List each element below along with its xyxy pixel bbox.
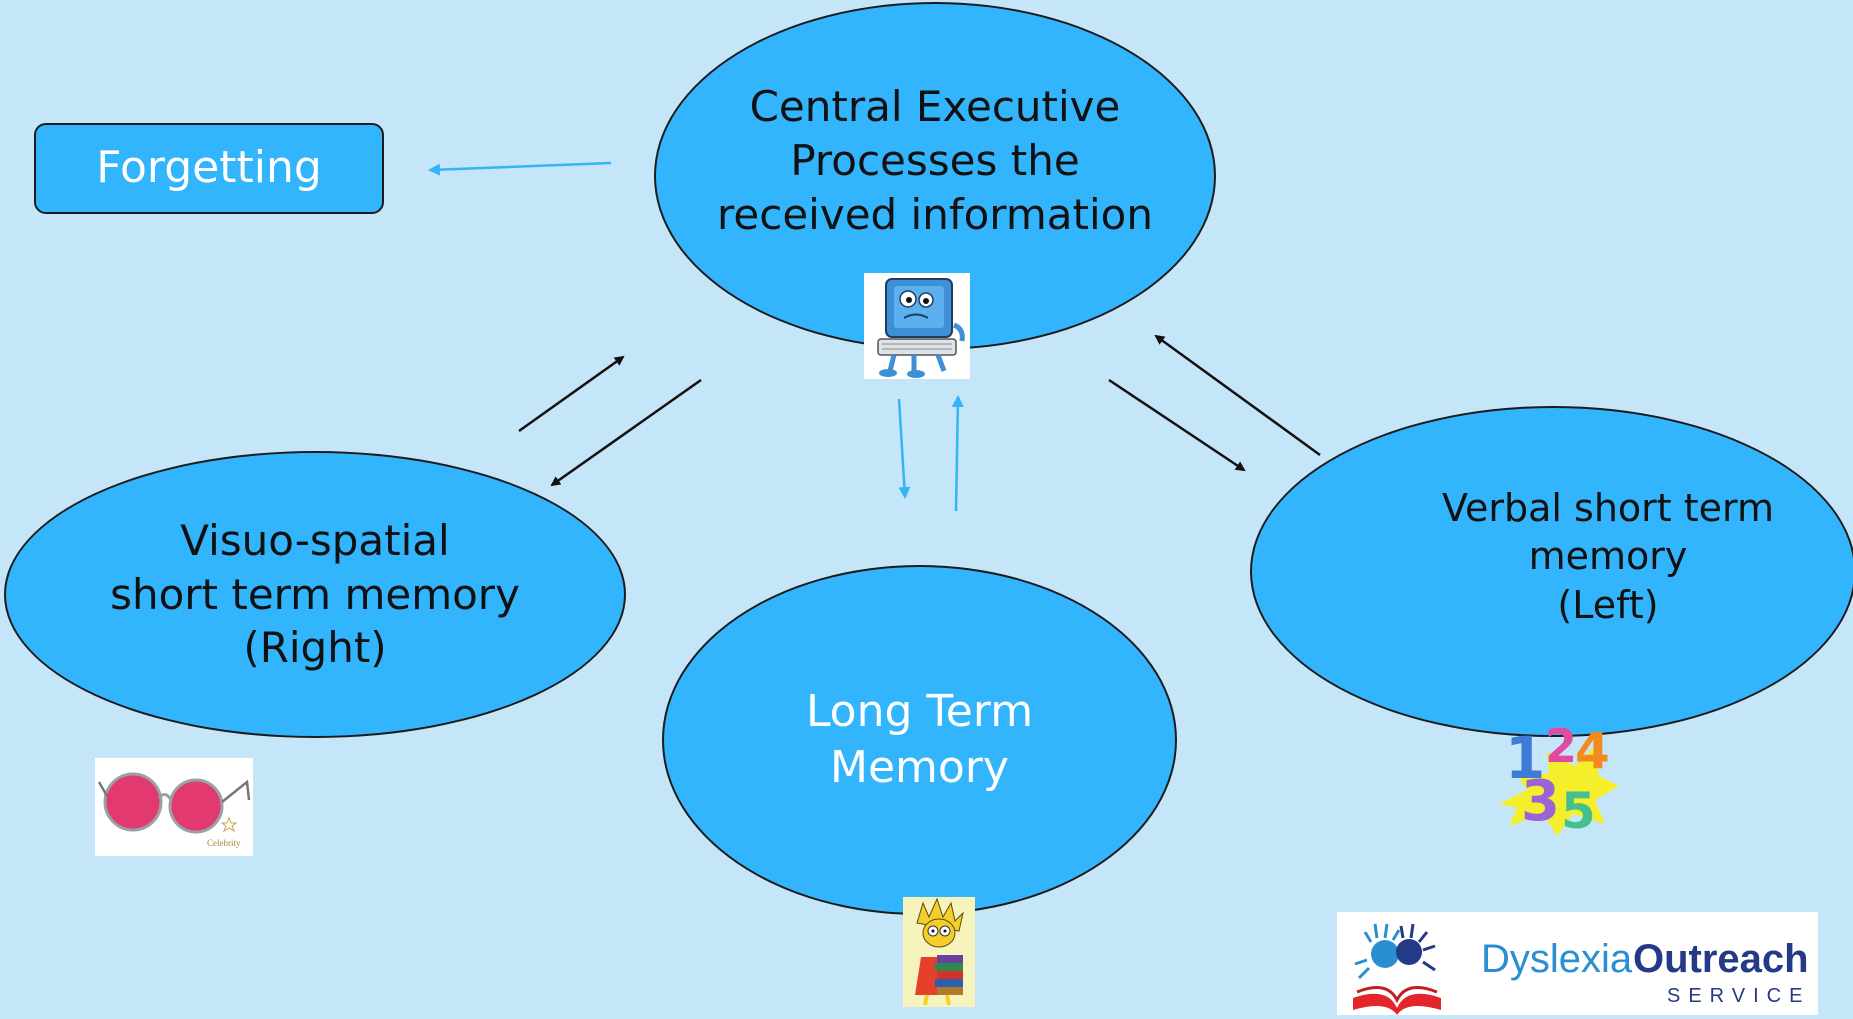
- logo-word-dyslexia: Dyslexia: [1481, 937, 1633, 981]
- svg-text:2: 2: [1545, 719, 1577, 773]
- verbal-memory-node: Verbal short term memory (Left): [1250, 406, 1853, 737]
- glasses-brand-label: Celebrity: [207, 838, 241, 848]
- svg-text:1: 1: [1505, 724, 1545, 792]
- verbal-memory-label: Verbal short term memory (Left): [1441, 485, 1775, 627]
- logo-word-outreach: Outreach: [1633, 937, 1809, 981]
- arrow-central-to-visuo: [550, 378, 702, 487]
- computer-cartoon-icon: [864, 273, 970, 379]
- hands-book-logo-icon: [1353, 923, 1441, 1015]
- numbers-clipart-icon: 1 2 4 3 5: [1499, 719, 1619, 840]
- student-with-books-cartoon-icon: [903, 897, 975, 1007]
- arrow-to-forgetting: [428, 161, 612, 176]
- long-term-memory-label: Long Term Memory: [805, 685, 1034, 793]
- forgetting-label: Forgetting: [96, 142, 322, 194]
- svg-text:3: 3: [1521, 769, 1560, 834]
- arrow-ltm-to-central: [951, 395, 964, 512]
- visuo-spatial-node: Visuo-spatial short term memory (Right): [4, 451, 626, 738]
- logo-word-service: SERVICE: [1667, 985, 1810, 1007]
- arrow-central-to-verbal: [1108, 378, 1246, 472]
- visuo-spatial-label: Visuo-spatial short term memory (Right): [110, 515, 520, 673]
- central-executive-label: Central Executive Processes the received…: [717, 82, 1153, 239]
- svg-text:5: 5: [1561, 782, 1596, 840]
- glasses-image-icon: Celebrity: [95, 758, 253, 856]
- arrow-central-to-ltm: [897, 398, 911, 499]
- svg-text:4: 4: [1575, 722, 1610, 780]
- arrow-verbal-to-central: [1154, 334, 1321, 457]
- forgetting-box: Forgetting: [34, 123, 384, 214]
- arrow-visuo-to-central: [518, 355, 625, 433]
- dyslexia-outreach-logo: Dyslexia Outreach SERVICE: [1337, 912, 1818, 1015]
- long-term-memory-node: Long Term Memory: [662, 565, 1177, 915]
